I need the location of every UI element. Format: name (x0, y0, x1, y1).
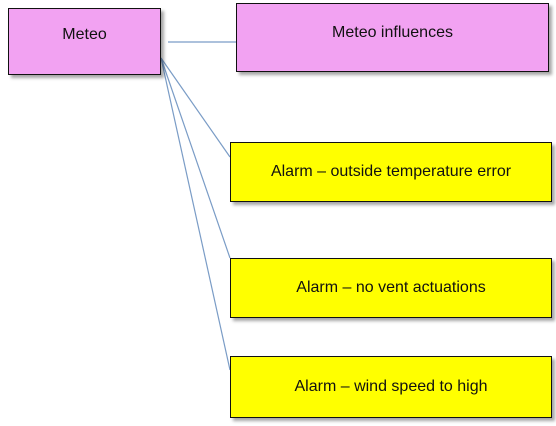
connector-meteo-to-alarm-temperature (160, 57, 231, 158)
node-alarm-wind-label: Alarm – wind speed to high (294, 378, 488, 395)
node-meteo-influences: Meteo influences (236, 3, 549, 72)
node-alarm-vent-label: Alarm – no vent actuations (296, 279, 486, 296)
node-alarm-wind: Alarm – wind speed to high (230, 356, 552, 418)
node-alarm-vent: Alarm – no vent actuations (230, 258, 552, 318)
node-meteo: Meteo (8, 8, 161, 75)
node-meteo-label: Meteo (62, 26, 107, 43)
connector-meteo-to-alarm-vent (160, 57, 231, 259)
node-meteo-influences-label: Meteo influences (332, 24, 453, 41)
node-alarm-temperature-label: Alarm – outside temperature error (270, 163, 512, 180)
node-alarm-temperature: Alarm – outside temperature error (230, 142, 552, 202)
connector-meteo-to-alarm-wind (160, 57, 231, 371)
